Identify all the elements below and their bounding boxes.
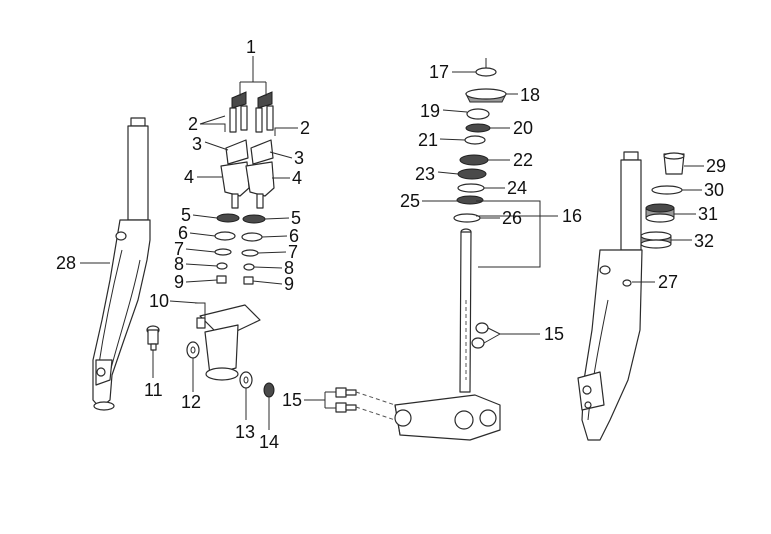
callout-25: 25 <box>400 191 420 211</box>
fork-cap-parts <box>640 152 685 249</box>
handlebar-riser <box>195 302 261 381</box>
callout-labels: 1 2 2 3 3 4 4 5 5 6 6 7 7 8 8 9 9 10 11 … <box>56 37 726 452</box>
callout-22: 22 <box>513 150 533 170</box>
left-fork-leg <box>92 117 151 411</box>
callout-2: 2 <box>300 118 310 138</box>
callout-11: 11 <box>144 380 163 400</box>
rubber-dampers <box>214 213 266 285</box>
lower-clamps <box>220 161 275 209</box>
callout-8: 8 <box>174 254 184 274</box>
callout-16: 16 <box>562 206 582 226</box>
washers <box>186 341 275 398</box>
callout-19: 19 <box>420 101 440 121</box>
callout-17: 17 <box>429 62 449 82</box>
callout-30: 30 <box>704 180 724 200</box>
callout-14: 14 <box>259 432 279 452</box>
nuts <box>471 322 489 349</box>
callout-6: 6 <box>289 226 299 246</box>
leader-lines <box>80 56 704 430</box>
callout-26: 26 <box>502 208 522 228</box>
upper-clamps <box>225 139 274 165</box>
callout-29: 29 <box>706 156 726 176</box>
callout-3: 3 <box>192 134 202 154</box>
callout-7: 7 <box>288 242 298 262</box>
bolt-11 <box>146 325 160 351</box>
callout-31: 31 <box>698 204 718 224</box>
callout-7: 7 <box>174 239 184 259</box>
callout-27: 27 <box>658 272 678 292</box>
callout-20: 20 <box>513 118 533 138</box>
callout-18: 18 <box>520 85 540 105</box>
callout-12: 12 <box>181 392 201 412</box>
callout-9: 9 <box>174 272 184 292</box>
callout-5: 5 <box>181 205 191 225</box>
callout-10: 10 <box>149 291 169 311</box>
right-fork-leg <box>577 151 643 441</box>
callout-28: 28 <box>56 253 76 273</box>
callout-5: 5 <box>291 208 301 228</box>
callout-3: 3 <box>294 148 304 168</box>
steering-head-stack <box>453 58 507 223</box>
callout-21: 21 <box>418 130 438 150</box>
callout-24: 24 <box>507 178 527 198</box>
callout-4: 4 <box>292 168 302 188</box>
callout-13: 13 <box>235 422 255 442</box>
callout-2: 2 <box>188 114 198 134</box>
steering-stem <box>394 228 501 441</box>
pinch-bolts <box>335 387 396 421</box>
callout-15: 15 <box>282 390 302 410</box>
callout-9: 9 <box>284 274 294 294</box>
callout-15: 15 <box>544 324 564 344</box>
callout-4: 4 <box>184 167 194 187</box>
clamp-caps <box>231 91 273 109</box>
callout-6: 6 <box>178 223 188 243</box>
clamp-bolts <box>229 105 274 133</box>
callout-23: 23 <box>415 164 435 184</box>
callout-1: 1 <box>246 37 256 57</box>
callout-32: 32 <box>694 231 714 251</box>
callout-8: 8 <box>284 258 294 278</box>
